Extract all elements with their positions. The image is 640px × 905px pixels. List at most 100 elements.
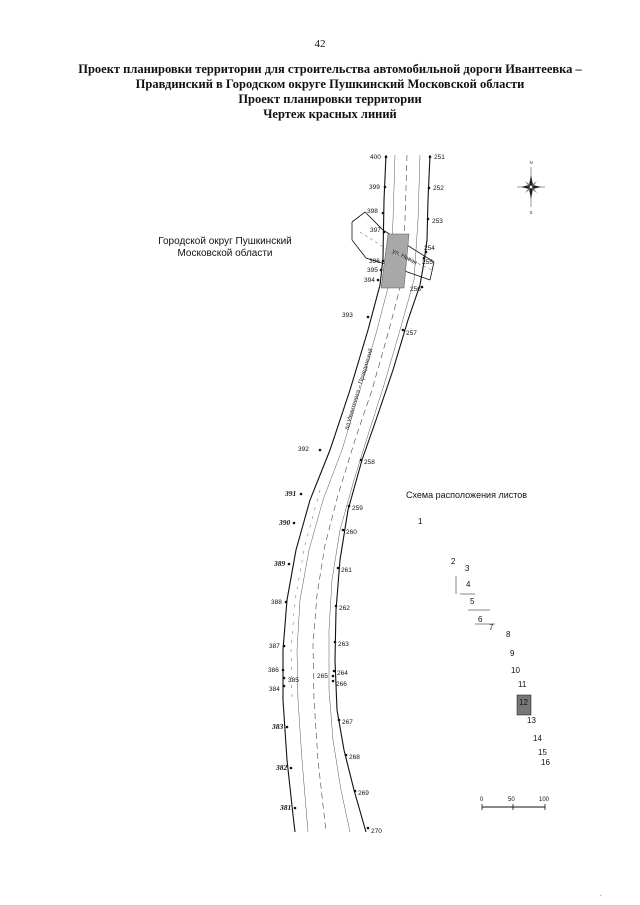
point-marker-386 [281,668,285,672]
point-marker-265 [331,674,335,678]
point-label-262: 262 [339,605,350,612]
compass-center [529,185,533,189]
sheet-label-6: 6 [478,615,483,624]
title-line-3: Проект планировки территории [238,92,422,106]
title-line-1: Проект планировки территории для строите… [78,62,582,76]
sheet-label-9: 9 [510,649,515,658]
side-road-lower [351,239,431,281]
point-label-255: 255 [422,259,433,266]
point-label-381: 381 [279,803,291,812]
point-label-269: 269 [358,790,369,797]
sheet-label-12: 12 [519,698,528,707]
district-label: Городской округ Пушкинский Московской об… [140,236,310,260]
corner-mark: . [600,892,602,898]
point-marker-399 [383,185,387,189]
point-label-260: 260 [346,529,357,536]
left-points-group: 4003993983973963953943933923913903893883… [268,154,388,812]
point-marker-389 [287,562,291,566]
point-label-259: 259 [352,505,363,512]
side-road-upper [351,211,435,263]
point-marker-256 [420,285,424,289]
point-label-399: 399 [369,184,380,191]
point-marker-397 [382,230,386,234]
sheet-label-14: 14 [533,734,542,743]
scale-label-50: 50 [508,797,515,803]
point-label-390: 390 [278,518,291,527]
district-label-line-1: Городской округ Пушкинский [158,236,292,247]
point-label-391: 391 [284,489,296,498]
point-label-261: 261 [341,567,352,574]
point-marker-255 [422,256,426,260]
sheet-label-11: 11 [518,680,527,689]
point-marker-383 [285,725,289,729]
point-marker-390 [292,521,296,525]
sheet-label-1: 1 [418,517,423,526]
point-label-251: 251 [434,154,445,161]
sheet-label-3: 3 [465,564,470,573]
point-marker-394 [376,278,380,282]
point-label-264: 264 [337,670,348,677]
point-label-396: 396 [369,258,380,265]
point-label-258: 258 [364,459,375,466]
point-label-254: 254 [424,245,435,252]
compass-south-label: S [530,210,533,215]
structure-fill [380,233,410,289]
point-label-387: 387 [269,643,280,650]
point-marker-270 [366,826,370,830]
scale-bar: 0 50 100 [480,797,550,810]
point-marker-259 [347,504,351,508]
drawing-title: Проект планировки территории для строите… [40,62,620,122]
title-line-2: Правдинский в Городском округе Пушкински… [135,77,525,91]
point-label-398: 398 [367,208,378,215]
point-marker-400 [384,155,388,159]
point-marker-384 [282,684,286,688]
point-marker-253 [426,217,430,221]
point-marker-267 [337,718,341,722]
point-marker-396 [381,259,385,263]
sidewalk-line [290,489,321,701]
point-label-384: 384 [269,686,280,693]
point-label-389: 389 [273,559,286,568]
point-label-382: 382 [275,763,288,772]
point-label-266: 266 [336,681,347,688]
sheet-label-13: 13 [527,716,536,725]
point-label-256: 256 [410,286,421,293]
sheet-label-5: 5 [470,597,475,606]
point-label-394: 394 [364,277,375,284]
point-label-386: 386 [268,667,279,674]
point-label-392: 392 [298,446,309,453]
district-label-line-2: Московской области [177,248,273,259]
sheet-label-10: 10 [511,666,520,675]
point-marker-251 [428,155,432,159]
sheet-scheme-title: Схема расположения листов [406,490,528,500]
point-marker-381 [293,806,297,810]
point-marker-393 [366,315,370,319]
point-label-270: 270 [371,828,382,835]
point-label-252: 252 [433,185,444,192]
sheet-label-15: 15 [538,748,547,757]
point-label-268: 268 [349,754,360,761]
point-marker-387 [282,644,286,648]
point-marker-257 [401,328,405,332]
point-marker-263 [333,640,337,644]
side-road-end [351,222,435,281]
point-marker-261 [336,566,340,570]
sheet-label-7: 7 [489,623,494,632]
point-marker-395 [379,268,383,272]
point-label-393: 393 [342,312,353,319]
sheet-label-16: 16 [541,758,550,767]
point-marker-269 [353,789,357,793]
scale-label-0: 0 [480,797,484,803]
point-marker-264 [332,669,336,673]
compass-north-label: N [530,160,533,165]
point-label-383: 383 [271,722,284,731]
point-label-400: 400 [370,154,381,161]
scale-label-100: 100 [539,797,550,803]
page-number: 42 [314,38,326,50]
point-marker-385 [282,676,286,680]
sheet-label-4: 4 [466,580,471,589]
point-label-385: 385 [288,677,299,684]
point-marker-254 [424,250,428,254]
